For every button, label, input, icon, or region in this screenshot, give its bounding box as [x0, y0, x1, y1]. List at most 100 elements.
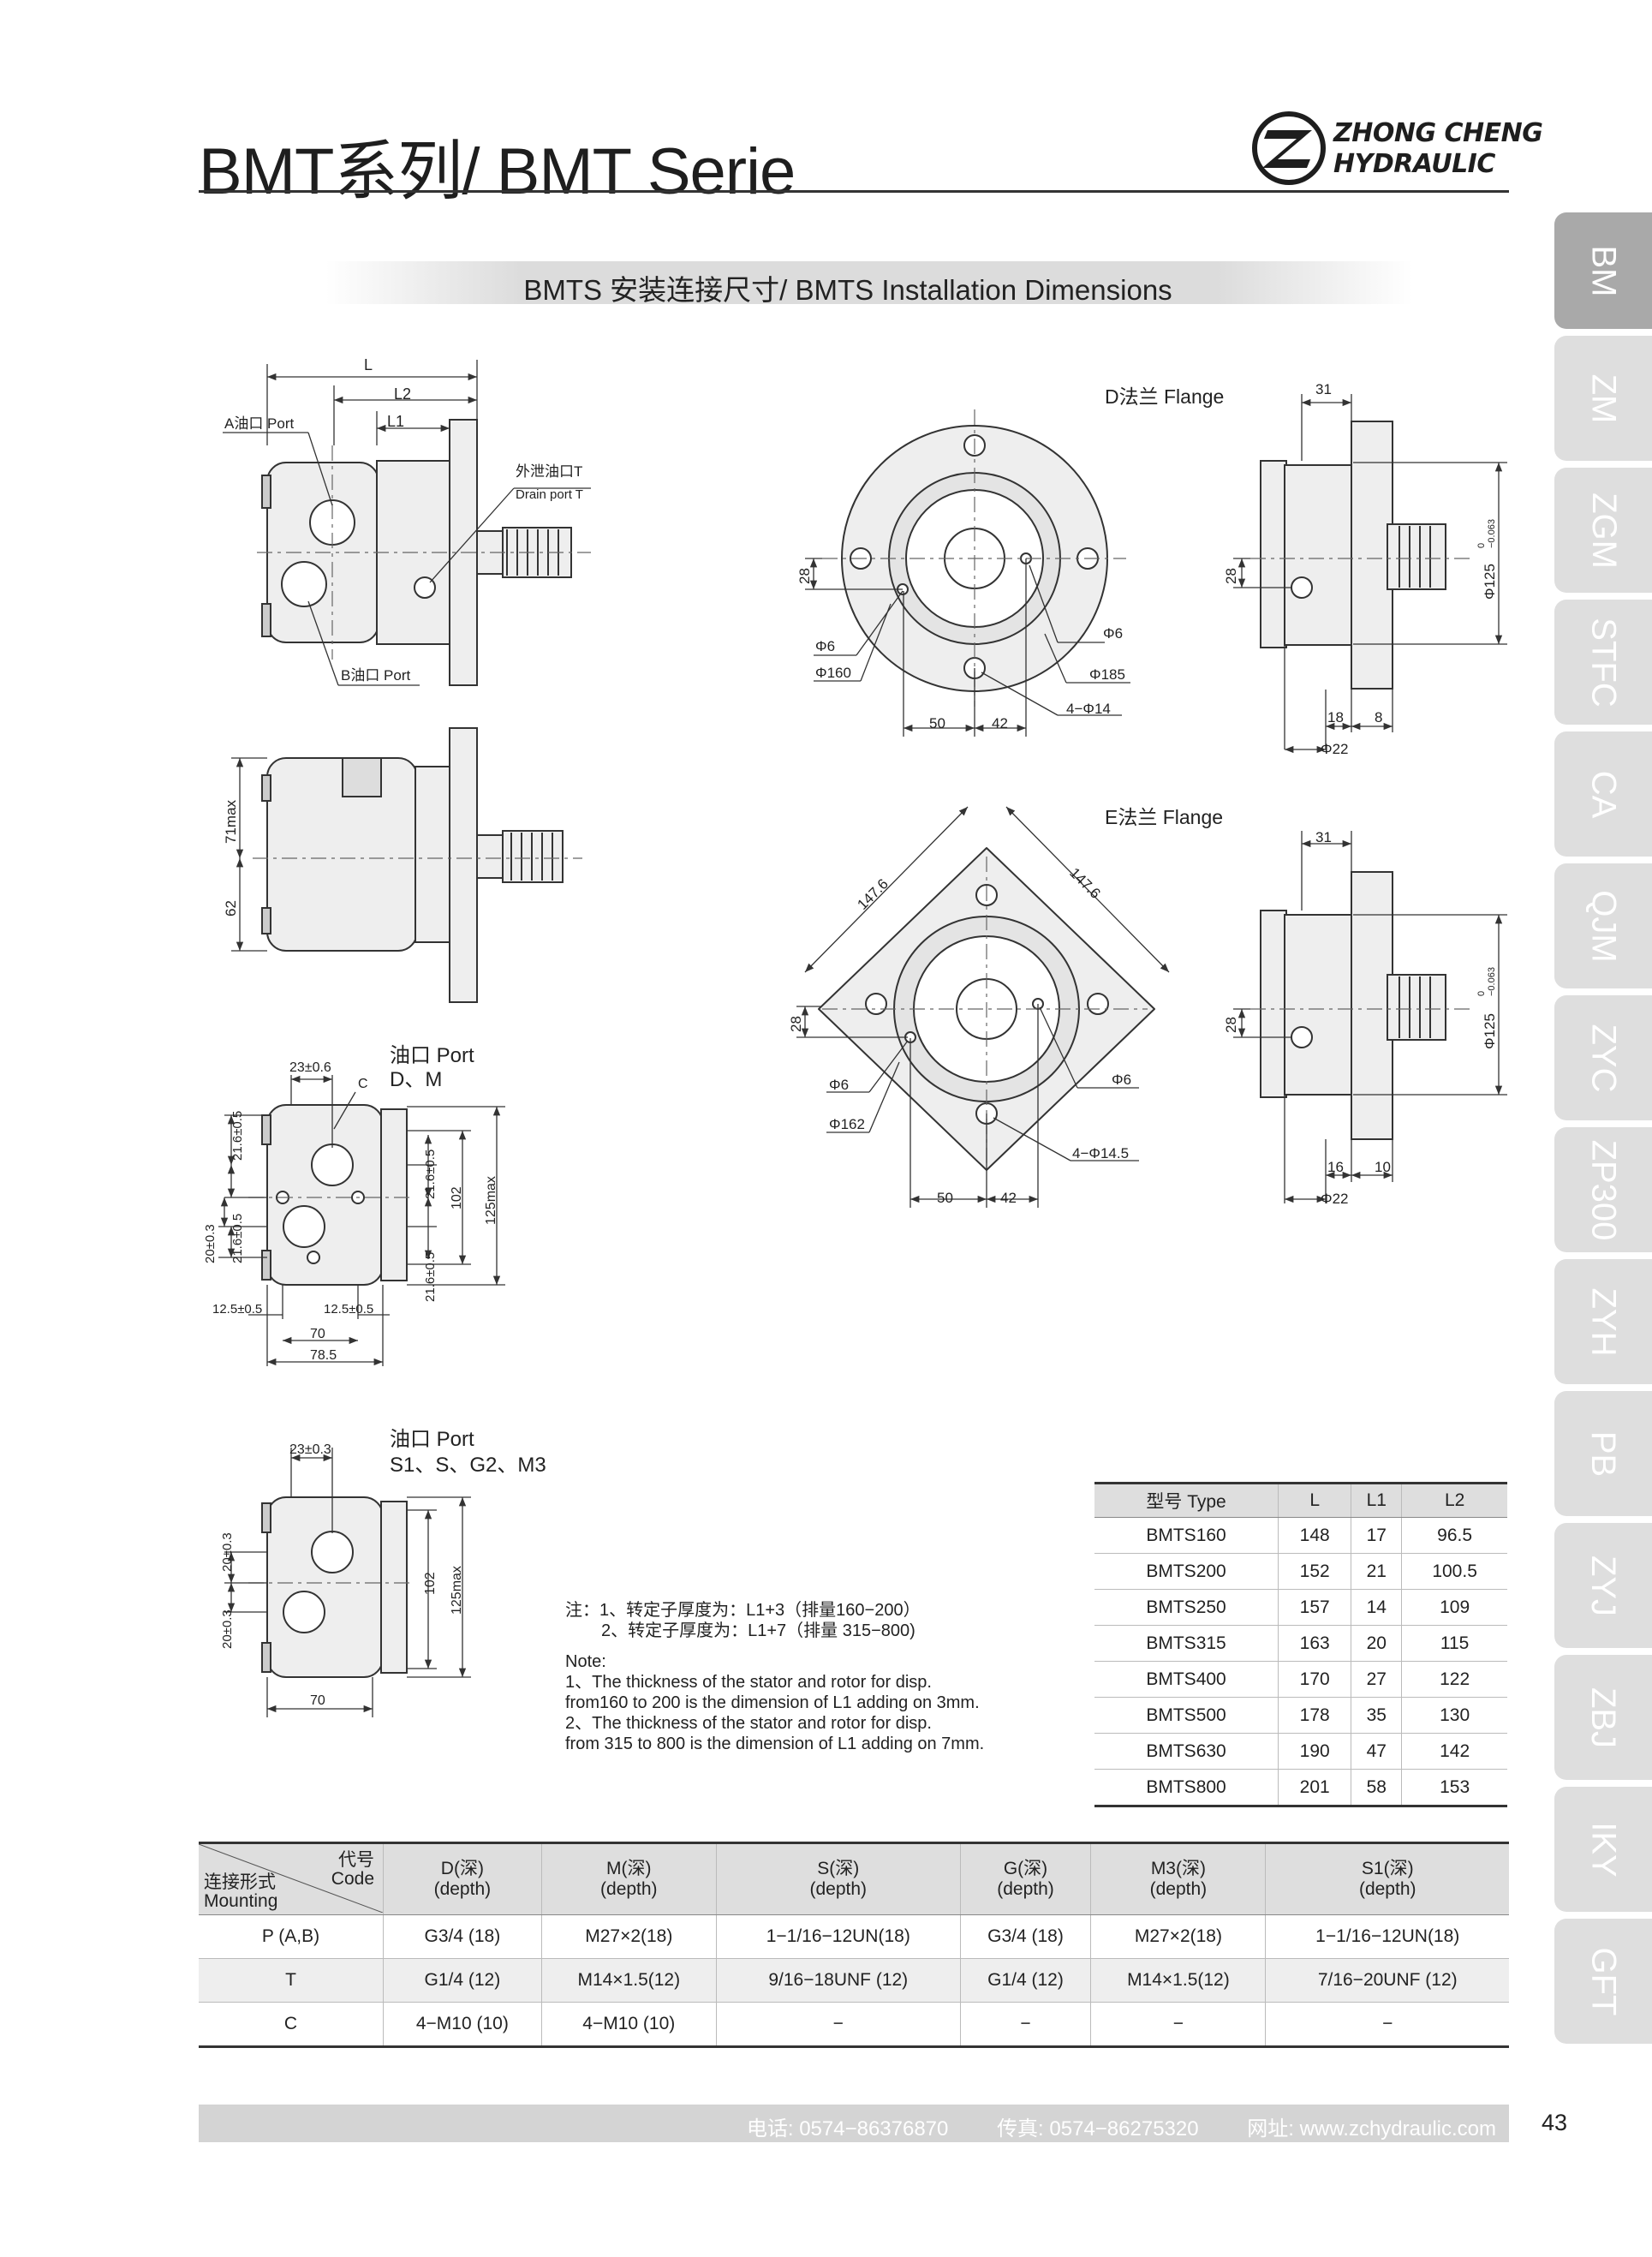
- header-code: D(深): [440, 1859, 484, 1878]
- col-l: L: [1278, 1482, 1351, 1518]
- port-dm-subtitle: D、M: [390, 1068, 442, 1091]
- cell: −: [1265, 2002, 1509, 2048]
- tab-qjm[interactable]: QJM: [1554, 863, 1652, 988]
- cell: 153: [1401, 1769, 1507, 1807]
- table-header-row: 型号 Type L L1 L2: [1094, 1482, 1507, 1518]
- e-flange-dimensions: [796, 806, 1170, 1208]
- tab-bm[interactable]: BM: [1554, 212, 1652, 329]
- dim-dm-785: 78.5: [310, 1348, 337, 1363]
- d-side-dimensions: [1233, 394, 1507, 754]
- cell: 35: [1351, 1697, 1402, 1734]
- tol-d-top: 0: [1476, 543, 1487, 548]
- tab-zyh[interactable]: ZYH: [1554, 1259, 1652, 1384]
- dim-62: 62: [223, 900, 239, 917]
- tab-zp300[interactable]: ZP300: [1554, 1127, 1652, 1252]
- dim-e50: 50: [937, 1190, 953, 1206]
- cell: 130: [1401, 1697, 1507, 1734]
- tab-zbj[interactable]: ZBJ: [1554, 1655, 1652, 1780]
- note-en-2: from160 to 200 is the dimension of L1 ad…: [565, 1693, 980, 1712]
- footer-fax: 传真: 0574−86275320: [997, 2117, 1199, 2141]
- cell: 115: [1401, 1625, 1507, 1662]
- tab-pb[interactable]: PB: [1554, 1391, 1652, 1516]
- tab-ca[interactable]: CA: [1554, 731, 1652, 857]
- cell: P (A,B): [199, 1914, 384, 1959]
- dim-dm-216c: 21.6±0.5: [423, 1149, 438, 1199]
- tab-gft[interactable]: GFT: [1554, 1919, 1652, 2044]
- label-b-port: B油口 Port: [341, 667, 411, 684]
- col-type: 型号 Type: [1094, 1482, 1279, 1518]
- col-s-depth: S(深)(depth): [715, 1842, 961, 1915]
- cell: 7/16−20UNF (12): [1265, 1958, 1509, 2003]
- header-depth: (depth): [1149, 1879, 1208, 1899]
- cell: 178: [1278, 1697, 1351, 1734]
- footer-website-link[interactable]: 网址: www.zchydraulic.com: [1247, 2117, 1496, 2141]
- dim-d42: 42: [992, 715, 1008, 731]
- header-code: G(深): [1003, 1859, 1048, 1878]
- dim-holes-14-5: 4−Φ14.5: [1072, 1145, 1129, 1161]
- dim-dm-23: 23±0.6: [289, 1060, 331, 1075]
- cell: 100.5: [1401, 1553, 1507, 1590]
- dim-e42: 42: [1000, 1190, 1017, 1206]
- corner-code-label: 代号 Code: [331, 1851, 374, 1889]
- cell: −: [715, 2002, 961, 2048]
- port-dm-dimensions: [218, 1075, 505, 1366]
- motor-front-view: [261, 727, 564, 1003]
- footer-contact: 电话: 0574−86376870 传真: 0574−86275320 网址: …: [199, 2111, 1496, 2141]
- cell: BMTS315: [1094, 1625, 1279, 1662]
- dim-s-102: 102: [423, 1572, 438, 1595]
- header-depth: (depth): [1358, 1879, 1416, 1899]
- cell: M27×2(18): [540, 1914, 717, 1959]
- note-en-4: from 315 to 800 is the dimension of L1 a…: [565, 1735, 985, 1753]
- cell: C: [199, 2002, 384, 2048]
- note-en-heading: Note:: [565, 1652, 606, 1671]
- dim-d-phi6a: Φ6: [815, 638, 835, 654]
- diagonal-divider: [199, 1844, 383, 1913]
- dim-e28: 28: [788, 1016, 804, 1032]
- tab-stfc[interactable]: STFC: [1554, 600, 1652, 725]
- dim-phi160: Φ160: [815, 665, 851, 681]
- corner-code-cn: 代号: [338, 1850, 374, 1870]
- cell: G3/4 (18): [959, 1914, 1091, 1959]
- dim-e-phi6b: Φ6: [1112, 1072, 1131, 1088]
- dim-e31: 31: [1315, 829, 1332, 845]
- dim-d28: 28: [796, 568, 813, 584]
- tab-iky[interactable]: IKY: [1554, 1787, 1652, 1912]
- cell: 58: [1351, 1769, 1402, 1807]
- cell: BMTS630: [1094, 1733, 1279, 1770]
- cell: G1/4 (12): [383, 1958, 542, 2003]
- footer-phone: 电话: 0574−86376870: [746, 2117, 949, 2141]
- note-en-3: 2、The thickness of the stator and rotor …: [565, 1714, 932, 1733]
- dim-dm-102: 102: [450, 1186, 464, 1209]
- label-drain-en: Drain port T: [516, 487, 583, 502]
- port-view-s: [261, 1496, 408, 1678]
- tab-zm[interactable]: ZM: [1554, 336, 1652, 461]
- dim-e-phi6a: Φ6: [829, 1077, 849, 1093]
- dim-s-125max: 125max: [450, 1566, 464, 1615]
- page-number: 43: [1542, 2110, 1568, 2135]
- cell: 4−M10 (10): [540, 2002, 717, 2048]
- e-flange-side-view: [1260, 871, 1446, 1140]
- corner-header-cell: 代号 Code 连接形式 Mounting: [199, 1842, 384, 1915]
- cell: G3/4 (18): [383, 1914, 542, 1959]
- dim-dm-125b: 12.5±0.5: [324, 1302, 373, 1317]
- cell: 170: [1278, 1661, 1351, 1698]
- tab-zyc[interactable]: ZYC: [1554, 995, 1652, 1120]
- cell: BMTS160: [1094, 1517, 1279, 1554]
- header-depth: (depth): [809, 1879, 868, 1899]
- tab-zyj[interactable]: ZYJ: [1554, 1523, 1652, 1648]
- cell: BMTS400: [1094, 1661, 1279, 1698]
- d-flange-dimensions: [805, 558, 1130, 737]
- note-cn-2: 2、转定子厚度为：L1+7（排量 315−800): [601, 1621, 915, 1640]
- dim-dm-216b: 21.6±0.5: [230, 1214, 245, 1263]
- dim-dm-125max: 125max: [484, 1176, 498, 1225]
- header-code: S(深): [817, 1859, 860, 1878]
- tab-zgm[interactable]: ZGM: [1554, 468, 1652, 593]
- dim-d-phi22: Φ22: [1321, 741, 1348, 757]
- label-drain-cn: 外泄油口T: [516, 463, 582, 480]
